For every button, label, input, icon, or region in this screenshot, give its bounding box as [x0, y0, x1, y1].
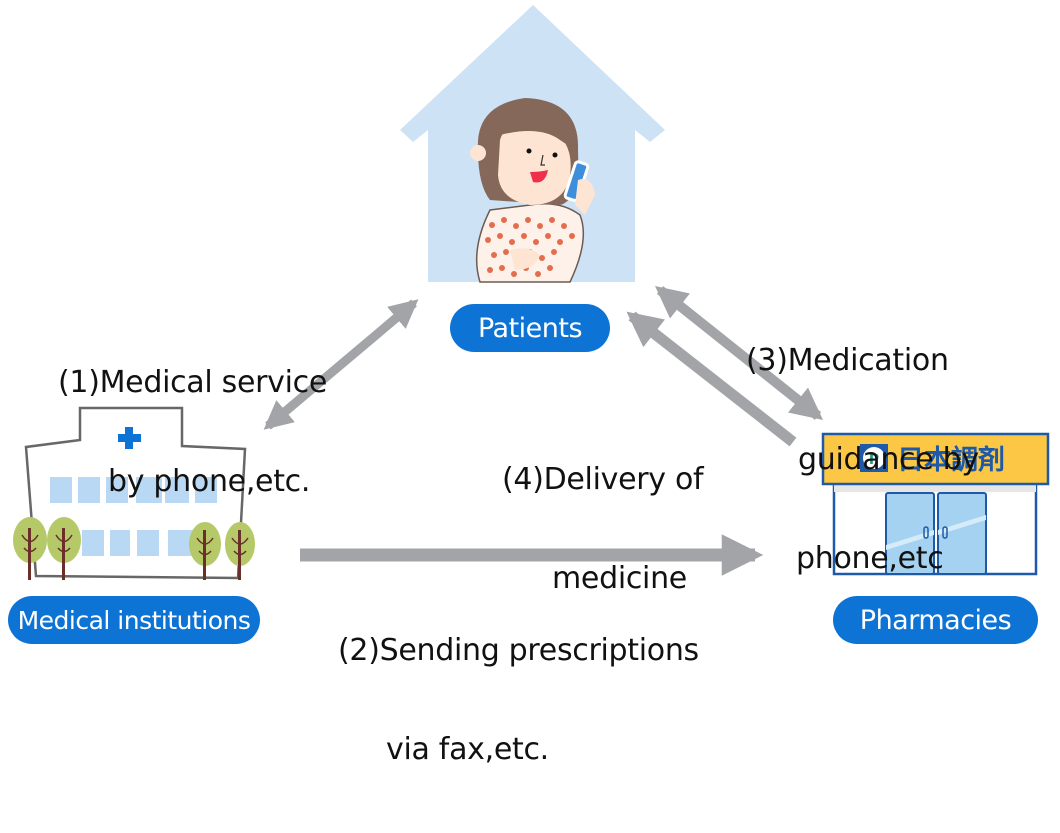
- pharmacy-door-icon: [885, 492, 987, 575]
- diagram-canvas: P 日本調剤 Patients Medical institutions Pha…: [8, 5, 1050, 766]
- pharmacy-storefront-icon: P 日本調剤: [821, 432, 1050, 576]
- pharmacies-node-label: Pharmacies: [833, 596, 1038, 644]
- tree-icon: [189, 522, 221, 580]
- tree-icon: [225, 522, 255, 580]
- flow-1-label: (1)Medical service by phone,etc.: [58, 365, 328, 499]
- jp-logo-icon: P: [860, 444, 888, 472]
- pharmacy-sign-text: 日本調剤: [897, 444, 1005, 476]
- medical-institutions-node-label: Medical institutions: [8, 596, 260, 644]
- tree-icon: [47, 517, 81, 580]
- arrow-flow-4: [626, 311, 797, 447]
- flow-3-label: (3)Medication guidance by phone,etc: [746, 343, 979, 576]
- arrow-flow-1: [263, 299, 419, 430]
- patients-node-label: Patients: [450, 304, 610, 352]
- hospital-building-icon: [13, 406, 255, 580]
- patient-person-icon: [470, 98, 595, 283]
- tree-icon: [13, 517, 47, 580]
- svg-text:P: P: [869, 452, 879, 468]
- arrow-flow-3: [654, 286, 824, 420]
- flow-4-label: (4)Delivery of medicine: [502, 462, 704, 596]
- patients-house-icon: [400, 5, 665, 283]
